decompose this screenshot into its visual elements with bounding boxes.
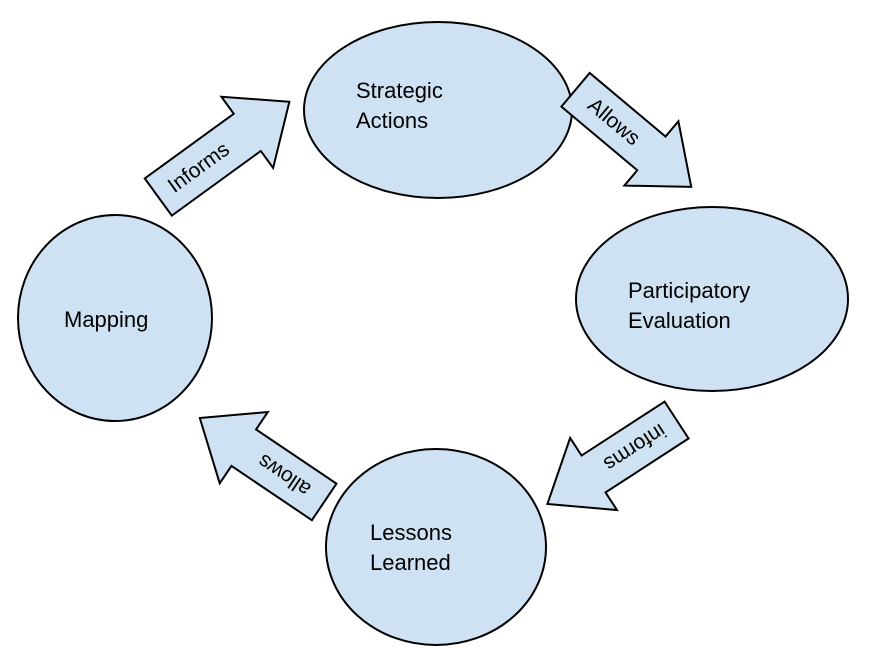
mapping-label: Mapping <box>64 307 148 332</box>
lessons-learned-ellipse <box>325 448 547 646</box>
lessons-learned-label: Lessons Learned <box>370 520 458 575</box>
node-mapping: Mapping <box>17 214 213 422</box>
arrow-strategic-to-evaluation-shape <box>559 71 693 188</box>
lessons-learned-line2: Learned <box>370 550 451 575</box>
arrow-lessons-to-mapping: allows <box>198 410 338 522</box>
arrow-mapping-to-strategic: Informs <box>143 95 291 218</box>
participatory-evaluation-line1: Participatory <box>628 278 750 303</box>
participatory-evaluation-label: Participatory Evaluation <box>628 278 756 333</box>
mapping-ellipse <box>17 214 213 422</box>
participatory-evaluation-line2: Evaluation <box>628 308 731 333</box>
strategic-actions-line1: Strategic <box>356 78 443 103</box>
node-strategic-actions: Strategic Actions <box>303 21 573 199</box>
strategic-actions-ellipse <box>303 21 573 199</box>
arrow-evaluation-to-lessons: informs <box>546 400 690 512</box>
lessons-learned-line1: Lessons <box>370 520 452 545</box>
arrow-strategic-to-evaluation: Allows <box>559 71 693 188</box>
arrow-mapping-to-strategic-shape <box>143 95 291 218</box>
arrow-lessons-to-mapping-shape <box>198 410 338 522</box>
node-participatory-evaluation: Participatory Evaluation <box>575 206 849 392</box>
node-lessons-learned: Lessons Learned <box>325 448 547 646</box>
participatory-evaluation-ellipse <box>575 206 849 392</box>
strategic-actions-line2: Actions <box>356 108 428 133</box>
arrow-evaluation-to-lessons-shape <box>546 400 690 512</box>
strategic-actions-label: Strategic Actions <box>356 78 449 133</box>
